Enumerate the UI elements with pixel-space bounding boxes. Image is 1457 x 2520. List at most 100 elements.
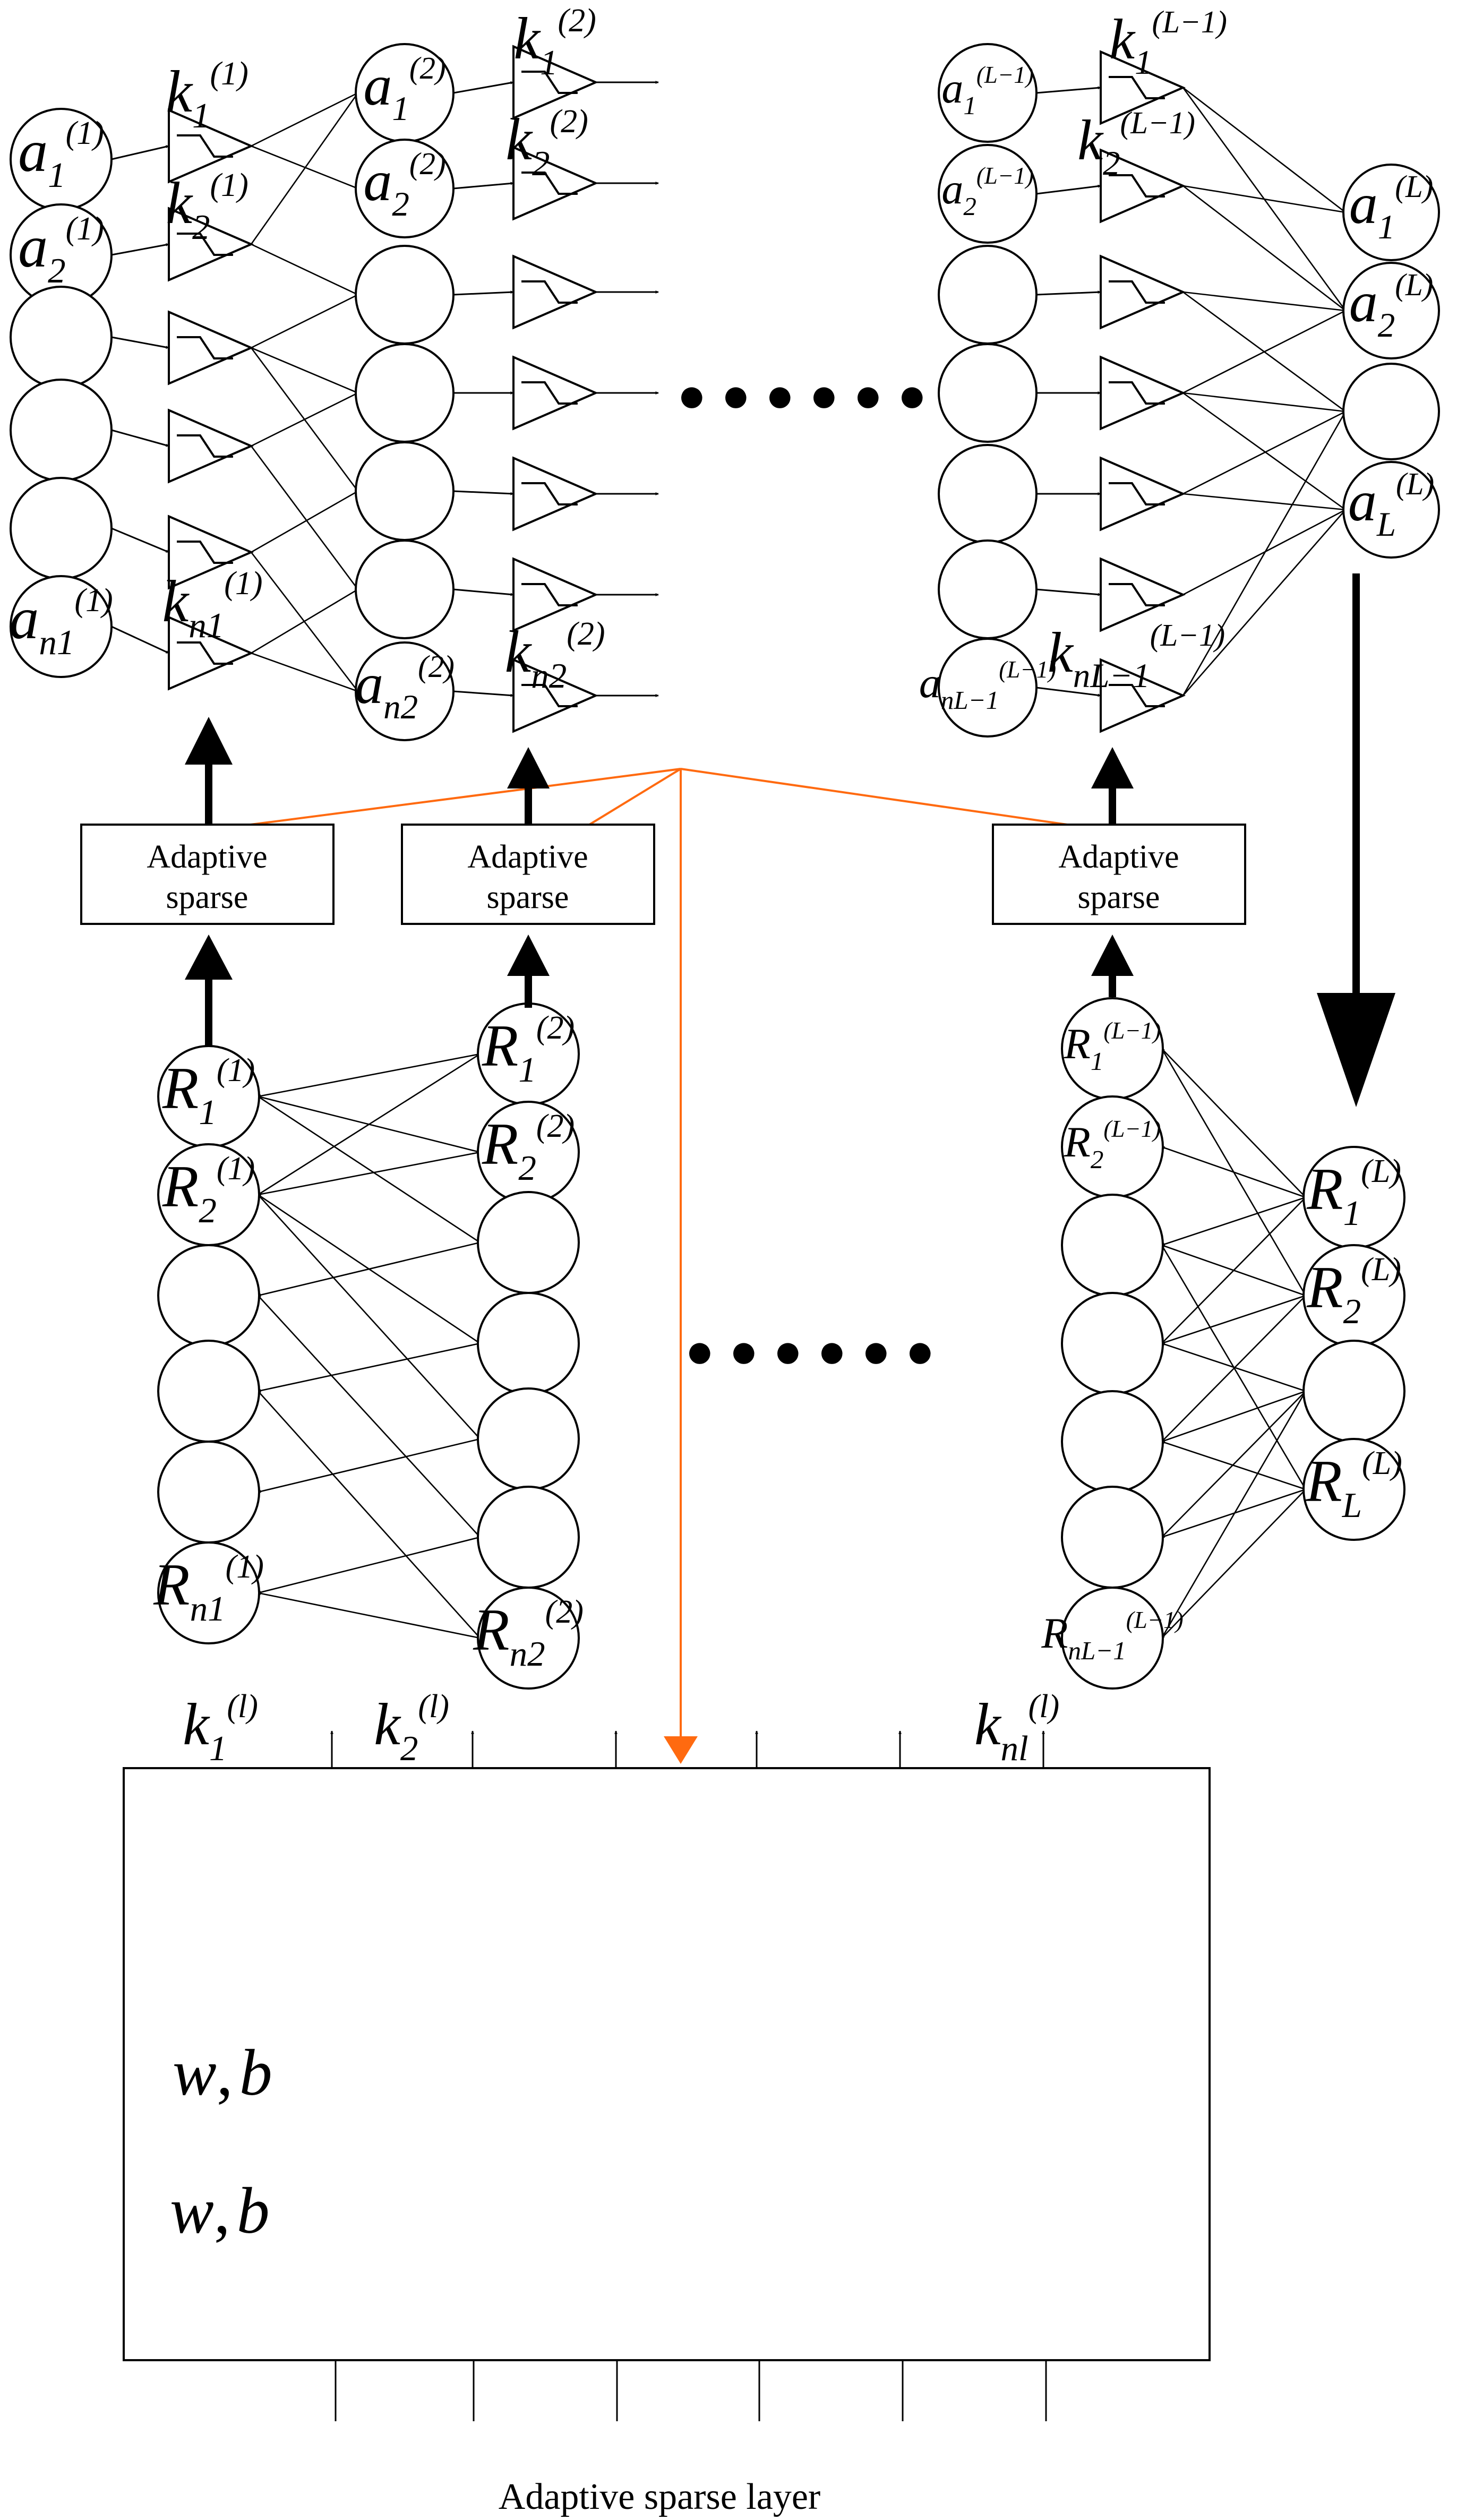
label-k1_2: k1(2) [513, 3, 596, 82]
label-R2_1: R2(1) [162, 1151, 255, 1230]
layer2-threshold [512, 557, 599, 632]
sparse-connection [251, 92, 358, 147]
label-a1_2: a1(2) [363, 50, 445, 128]
label-k1_1: k1(1) [166, 56, 248, 135]
R-layerL-node [1302, 1438, 1405, 1541]
ellipsis-dot: ● [817, 1324, 847, 1378]
R-layerLm1-node [1061, 1390, 1164, 1493]
reverse-connection [1161, 1391, 1306, 1538]
reverse-connection [1161, 1244, 1306, 1297]
input-arrow [453, 490, 514, 495]
sparse-connection [251, 145, 358, 190]
label-a2_2: a2(2) [363, 146, 445, 224]
weights-label-lower: w,b [170, 2174, 270, 2247]
layer2-threshold [512, 45, 599, 120]
layerL-node [1342, 461, 1440, 559]
layerLm1-node [938, 444, 1038, 544]
threshold-function-icon [521, 583, 578, 606]
weights-sep: , [217, 2036, 233, 2109]
label-a2_1: a2(1) [18, 211, 104, 290]
R-layer1-node [157, 1340, 260, 1443]
sparse-connection [1182, 310, 1346, 394]
threshold-function-icon [521, 381, 578, 405]
adaptive-box-label-line1: Adaptive [467, 839, 588, 875]
weights-w: w [173, 2036, 217, 2109]
layer2-threshold [512, 355, 599, 431]
R-layer1-node [157, 1441, 260, 1544]
layerLm1-threshold [1100, 148, 1186, 224]
sparse-connection [1182, 509, 1346, 696]
reverse-connection [258, 1295, 481, 1538]
layerLm1-threshold [1100, 557, 1186, 632]
adaptive-box-label-line2: sparse [1078, 879, 1160, 915]
layer2-node [355, 539, 455, 639]
weights-w: w [170, 2174, 214, 2247]
layerL-node [1342, 363, 1440, 460]
ellipsis-dot: ● [721, 368, 751, 422]
sparse-connection [1182, 392, 1346, 413]
threshold-function-icon [1109, 684, 1165, 707]
R-layerL-node [1302, 1340, 1405, 1443]
reverse-connection [1161, 1391, 1307, 1639]
R-layer2-node [477, 1191, 580, 1294]
input-arrow [453, 290, 514, 296]
input-arrow [111, 625, 169, 654]
reverse-connection [1161, 1390, 1306, 1443]
svg-text:w,b: w,b [173, 2036, 272, 2109]
input-arrow [453, 690, 514, 697]
sparse-connection [1182, 392, 1346, 511]
reverse-connection [258, 1194, 481, 1439]
ellipsis-dot: ● [677, 368, 707, 422]
layerLm1-node [938, 539, 1038, 639]
layerL-node [1342, 262, 1440, 359]
threshold-function-icon [1109, 76, 1165, 99]
weights-label-upper: w,b [173, 2036, 272, 2109]
label-R1_2: R1(2) [482, 1010, 575, 1090]
weights-b: b [237, 2174, 270, 2247]
reverse-connection [1161, 1048, 1307, 1296]
ellipsis-dot: ● [897, 368, 927, 422]
layer1-threshold [168, 615, 254, 691]
layer1-node [10, 286, 113, 389]
sparse-connection [1182, 291, 1346, 312]
ellipsis-dot: ● [853, 368, 883, 422]
label-kn1_1: kn1(1) [162, 565, 262, 645]
input-arrow [1036, 290, 1101, 296]
layerLm1-node [938, 144, 1038, 244]
sparse-connection [1182, 493, 1346, 511]
reverse-connection [258, 1536, 481, 1594]
nodes [10, 43, 1440, 2302]
orange-lines [250, 768, 1068, 1764]
label-RnL_Lm1: RnL−1(L−1) [1041, 1607, 1183, 1665]
R-layer2-node [477, 1387, 580, 1490]
input-arrow [111, 336, 169, 349]
thick-arrows [185, 573, 1395, 1107]
adaptive-box-label-line1: Adaptive [1058, 839, 1179, 875]
R-layer1-node [157, 1244, 260, 1347]
label-k2_1: k2(1) [166, 167, 248, 247]
R-layer2-node [477, 1587, 580, 1690]
label-R1_Lm1: R1(L−1) [1064, 1017, 1161, 1076]
node-labels: a1(1)a2(1)an1(1)a1(2)a2(2)an2(2)a1(L−1)a… [9, 3, 1434, 2278]
label-an2_2: an2(2) [355, 649, 455, 726]
threshold-function-icon [177, 336, 233, 359]
layer1-threshold [168, 515, 254, 590]
input-arrow [453, 588, 514, 596]
R-layer2-node [477, 1486, 580, 1589]
threshold-function-icon [177, 641, 233, 665]
threshold-function-icon [521, 280, 578, 304]
ellipsis-dot: ● [773, 1324, 803, 1378]
R-layerLm1-node [1061, 1292, 1164, 1395]
layer1-threshold [168, 310, 254, 385]
reverse-connection [258, 1095, 481, 1244]
input-arrow [1036, 86, 1101, 94]
sparse-connection [1182, 87, 1346, 213]
ellipsis-dot: ● [685, 1324, 715, 1378]
threshold-function-icon [177, 541, 233, 564]
weights-sep: , [214, 2174, 230, 2247]
sparse-connection [1182, 410, 1346, 495]
label-k2_l: k2(l) [374, 1688, 449, 1768]
threshold-function-icon [521, 172, 578, 195]
reverse-connection [1161, 1196, 1306, 1246]
label-k2_2: k2(2) [505, 104, 588, 183]
